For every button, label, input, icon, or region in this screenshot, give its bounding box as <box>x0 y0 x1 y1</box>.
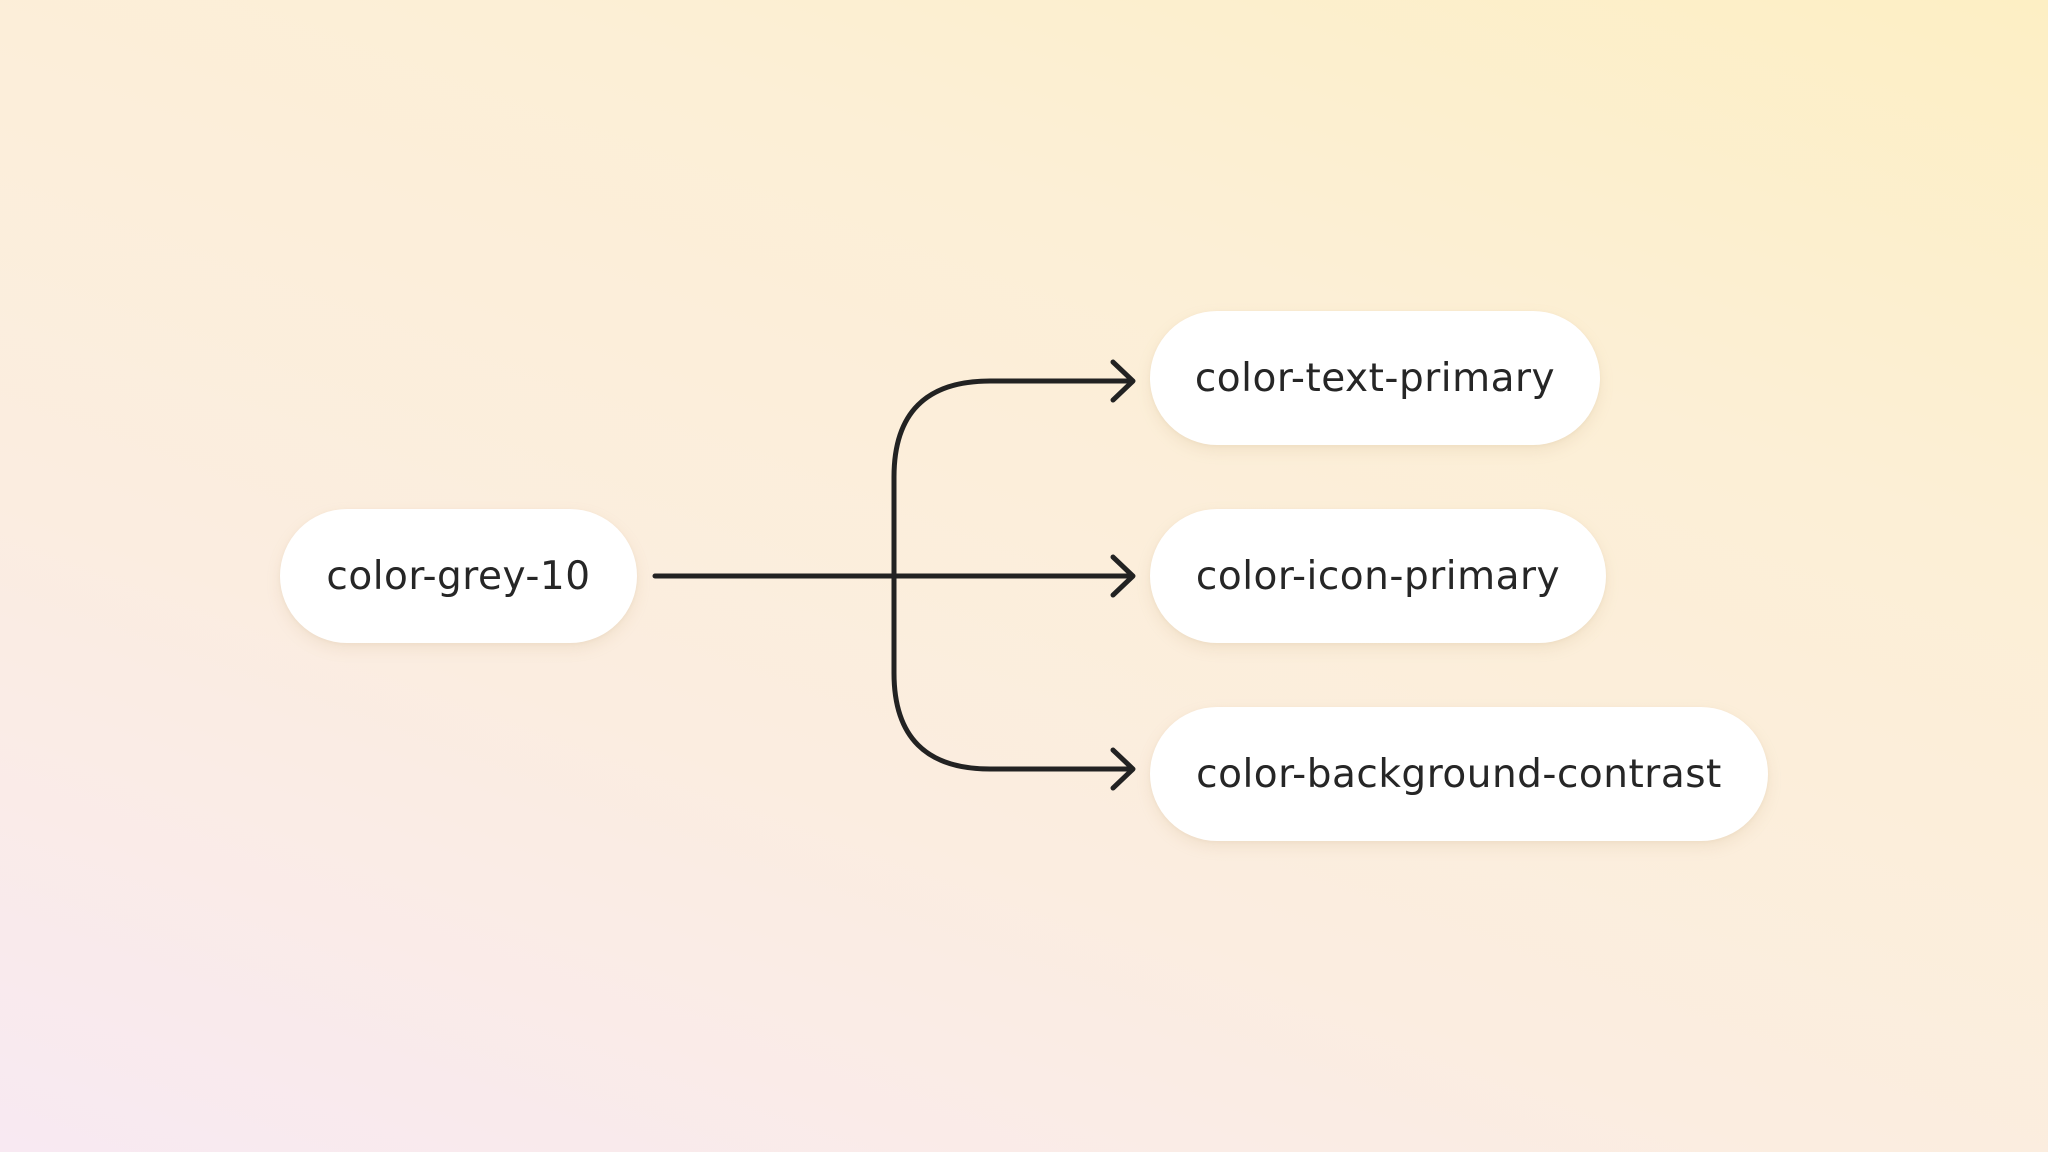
connector-line-background-contrast <box>891 573 1135 772</box>
target-token-label: color-background-contrast <box>1196 751 1722 797</box>
source-token-label: color-grey-10 <box>326 553 591 599</box>
arrowhead-text-primary <box>1110 359 1136 403</box>
target-token-label: color-icon-primary <box>1195 553 1561 599</box>
target-token-pill-text-primary: color-text-primary <box>1150 311 1600 445</box>
connector-line-text-primary <box>891 378 1135 579</box>
target-token-pill-background-contrast: color-background-contrast <box>1150 707 1768 841</box>
arrowhead-background-contrast <box>1110 747 1136 791</box>
target-token-pill-icon-primary: color-icon-primary <box>1150 509 1606 643</box>
target-token-label: color-text-primary <box>1194 355 1556 401</box>
arrowhead-icon-primary <box>1110 554 1136 598</box>
source-token-pill: color-grey-10 <box>280 509 637 643</box>
